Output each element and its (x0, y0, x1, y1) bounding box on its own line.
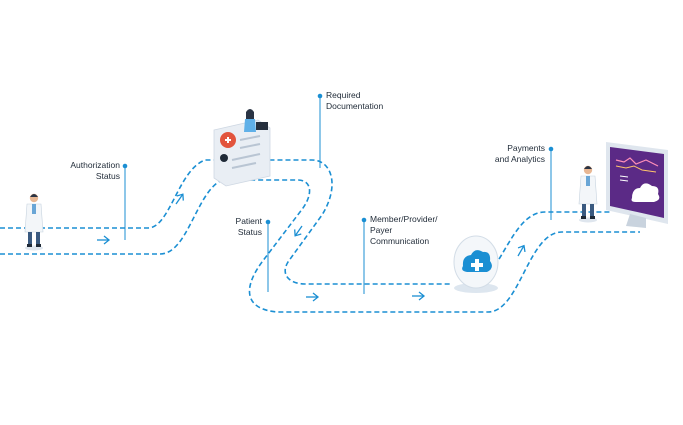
milestone-label-documentation: Required Documentation (326, 90, 383, 112)
analytics-monitor-icon (606, 142, 668, 228)
label-line: Payments (507, 143, 545, 153)
road-upper-edge (0, 159, 450, 285)
document-card-icon (213, 109, 271, 187)
doctor-figure-icon (24, 193, 44, 251)
marker-authorization (122, 163, 128, 240)
doctor-figure-icon (578, 165, 598, 223)
direction-arrow-icon (412, 291, 426, 301)
milestone-label-communication: Member/Provider/ Payer Communication (370, 214, 438, 247)
milestone-label-payments: Payments and Analytics (495, 143, 545, 165)
direction-arrow-icon (294, 225, 303, 237)
label-line: Patient (235, 216, 262, 226)
marker-communication (361, 217, 367, 294)
label-line: Documentation (326, 101, 384, 111)
label-line: Member/Provider/ (370, 214, 438, 224)
marker-payments (548, 146, 554, 220)
marker-documentation (317, 93, 323, 168)
label-line: and Analytics (494, 154, 545, 164)
road-lower-edge (0, 179, 640, 313)
label-line: Status (95, 171, 120, 181)
marker-patient (265, 219, 271, 292)
label-line: Communication (370, 236, 430, 246)
medical-cloud-icon (453, 235, 499, 293)
direction-arrow-icon (306, 292, 320, 302)
direction-arrow-icon (175, 193, 184, 205)
direction-arrow-icon (517, 244, 526, 257)
label-line: Payer (370, 225, 393, 235)
milestone-label-patient: Patient Status (236, 216, 262, 238)
label-line: Status (237, 227, 262, 237)
label-line: Required (326, 90, 361, 100)
direction-arrow-icon (97, 235, 111, 245)
milestone-label-authorization: Authorization Status (70, 160, 120, 182)
label-line: Authorization (70, 160, 120, 170)
